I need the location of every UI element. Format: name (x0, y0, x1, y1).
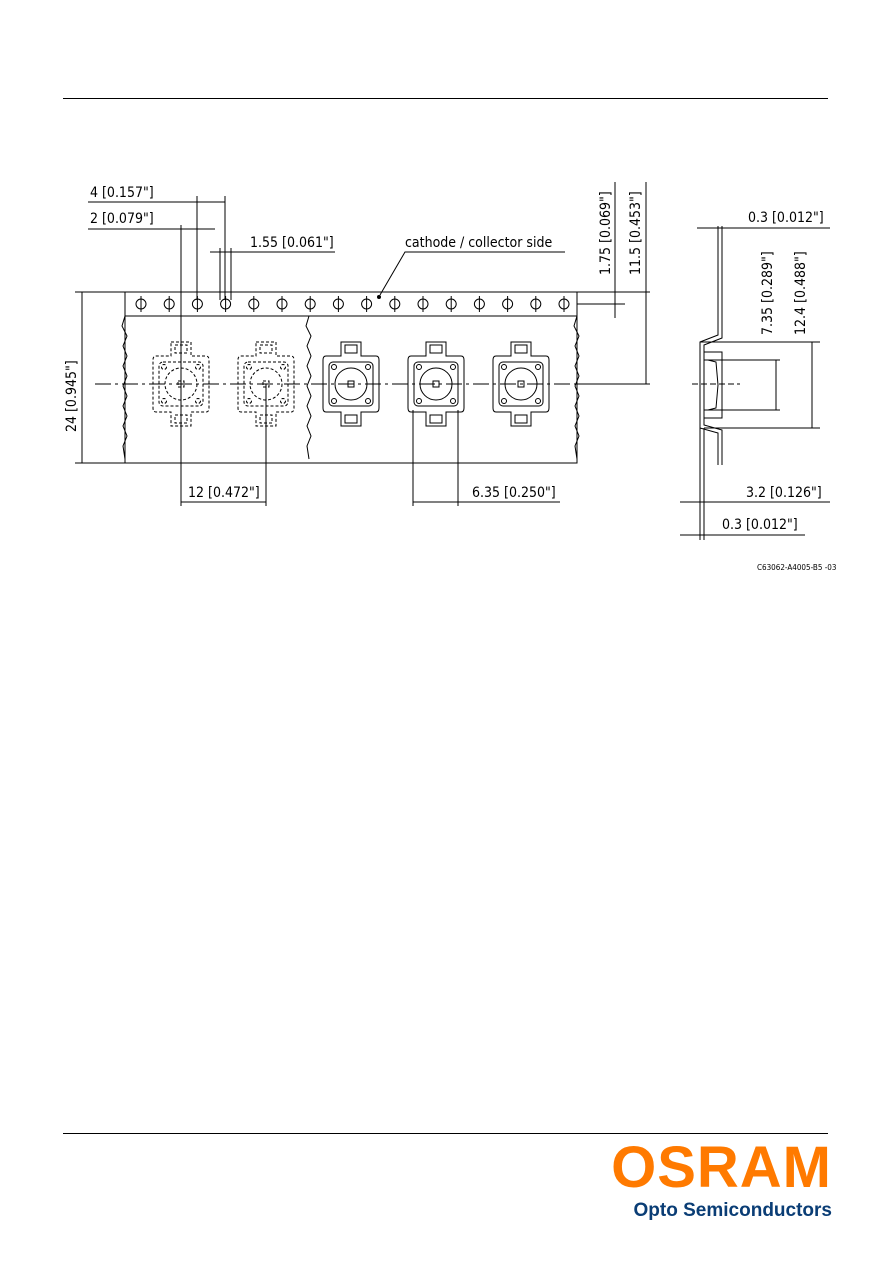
dim-label: 2 [0.079"] (90, 211, 154, 227)
dim-label: 24 [0.945"] (64, 360, 80, 432)
tape-outline (124, 291, 578, 464)
orientation-mark (377, 295, 381, 299)
dim-label: 1.75 [0.069"] (598, 191, 614, 275)
dim-label: 12 [0.472"] (188, 485, 260, 501)
cavity (322, 341, 380, 427)
sprocket-holes (135, 296, 570, 312)
dim-label: 6.35 [0.250"] (472, 485, 556, 501)
osram-logo: OSRAM Opto Semiconductors (611, 1138, 832, 1222)
dim-label: 1.55 [0.061"] (250, 235, 334, 251)
dim-label: 0.3 [0.012"] (748, 210, 824, 226)
dim-label: 3.2 [0.126"] (746, 485, 822, 501)
dim-label: 11.5 [0.453"] (628, 191, 644, 275)
footer-rule (63, 1133, 828, 1134)
dim-label: 0.3 [0.012"] (722, 517, 798, 533)
drawing-id: C63062-A4005-B5 -03 (757, 563, 836, 572)
break-mark (573, 315, 580, 460)
orientation-label: cathode / collector side (405, 235, 552, 251)
header-rule (63, 98, 828, 99)
break-mark (121, 315, 128, 460)
dim-label: 4 [0.157"] (90, 185, 154, 201)
brand-tagline: Opto Semiconductors (633, 1200, 832, 1221)
cavity (492, 341, 550, 427)
component-cavities (152, 341, 550, 427)
brand-name: OSRAM (611, 1135, 832, 1200)
cavity (407, 341, 465, 427)
break-mark (305, 315, 312, 460)
dim-label: 7.35 [0.289"] (760, 251, 776, 335)
tape-drawing: 4 [0.157"] 2 [0.079"] 1.55 [0.061"] cath… (64, 182, 836, 572)
dim-label: 12.4 [0.488"] (793, 251, 809, 335)
